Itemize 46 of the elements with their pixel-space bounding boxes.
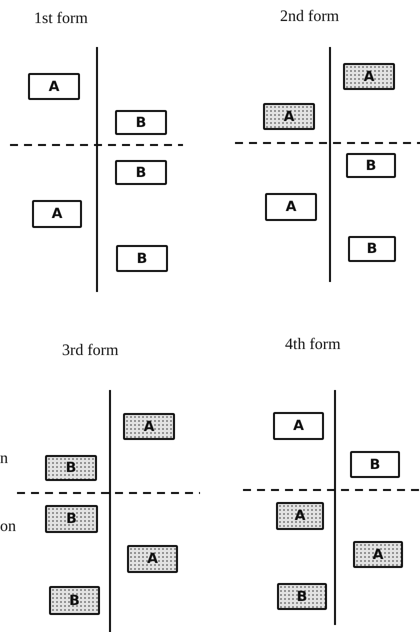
box-letter: B <box>366 241 378 257</box>
box-letter: A <box>284 108 294 124</box>
shaded-box <box>263 103 315 130</box>
shaded-box <box>123 413 175 440</box>
cut-off-text: on <box>0 518 16 536</box>
shaded-box <box>49 586 100 615</box>
shaded-box <box>127 545 178 573</box>
shaded-box <box>353 541 403 568</box>
shaded-box <box>277 583 327 610</box>
plain-box <box>265 193 317 221</box>
box-letter: B <box>136 114 146 130</box>
plain-box <box>115 110 167 135</box>
box-letter: A <box>286 199 296 215</box>
box-letter: A <box>294 508 306 524</box>
plain-box <box>273 412 324 440</box>
shaded-box <box>343 63 395 90</box>
box-letter: B <box>136 164 146 180</box>
box-letter: A <box>52 206 62 222</box>
box-letter: A <box>48 78 60 94</box>
box-letter: B <box>66 511 77 527</box>
plain-box <box>28 73 80 100</box>
box-letter: B <box>296 588 308 604</box>
box-letter: A <box>144 418 154 434</box>
shaded-box <box>45 455 97 481</box>
box-letter: A <box>147 551 158 567</box>
shaded-box <box>45 505 98 533</box>
plain-box <box>346 153 396 178</box>
form-heading: 3rd form <box>62 342 118 360</box>
shaded-box <box>276 502 324 530</box>
box-letter: A <box>364 68 374 84</box>
box-letter: B <box>370 456 380 472</box>
form-heading: 2nd form <box>280 8 340 26</box>
box-letter: A <box>293 418 304 434</box>
form-heading: 1st form <box>34 10 88 28</box>
box-letter: B <box>69 592 80 608</box>
plain-box <box>350 451 400 478</box>
box-letter: B <box>66 460 76 476</box>
plain-box <box>348 236 396 262</box>
box-letter: B <box>136 250 148 266</box>
form-heading: 4th form <box>285 336 341 354</box>
box-letter: A <box>372 546 384 562</box>
plain-box <box>115 160 167 185</box>
plain-box <box>32 200 82 228</box>
box-letter: B <box>366 158 376 174</box>
cut-off-text: n <box>0 450 8 468</box>
plain-box <box>116 245 168 272</box>
